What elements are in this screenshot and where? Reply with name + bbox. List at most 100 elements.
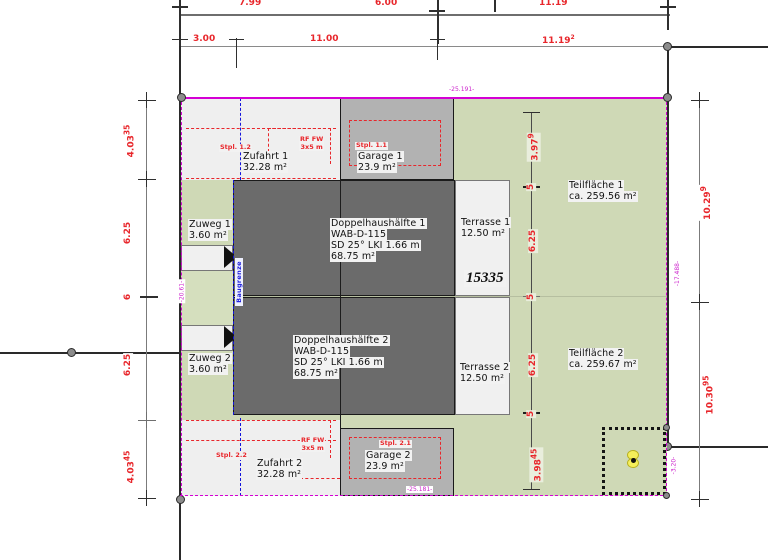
garage-party-line: [340, 180, 342, 428]
dim-tick: [140, 296, 158, 298]
zuweg-middle-green: [181, 271, 233, 325]
zuweg-2-area: 3.60 m²: [188, 364, 228, 375]
plot-boundary-right: [666, 97, 667, 496]
dimension-inner-6-25-b: 6.25: [528, 352, 539, 378]
baugrenze-label: Baugrenze: [235, 258, 243, 306]
zufahrt-1-label: Zufahrt 1: [242, 151, 290, 162]
garage-1-label: Garage 1: [357, 151, 404, 162]
survey-node: [663, 42, 672, 51]
zufahrt-2-dash-bottom: [300, 478, 340, 479]
haus-2-area: 68.75 m²: [293, 368, 340, 379]
baugrenze-line-top: [240, 98, 241, 180]
stellplatz-2-1-label: Stpl. 2.1: [379, 439, 412, 448]
dim-tick: [236, 38, 238, 68]
dimension-inner-6-25-a: 6.25: [528, 228, 539, 254]
terrasse-2-surface: [455, 297, 510, 415]
dimension-left-6: 6: [123, 292, 134, 302]
terrasse-2-label: Terrasse 2: [459, 362, 511, 373]
dimension-right-10-29-9: 10.299: [698, 185, 713, 221]
haus-1-area: 68.75 m²: [330, 251, 377, 262]
stellplatz-1-1-label: Stpl. 1.1: [355, 141, 388, 150]
rf-fw-1-label: RF FW 3x5 m: [299, 135, 325, 151]
plot-boundary-bottom: [180, 495, 668, 496]
elevation-bottom: -25.181-: [406, 486, 434, 493]
teilflaeche-1-label: Teilfläche 1: [568, 180, 625, 191]
rf-fw-2-label: RF FW 3x5 m: [300, 436, 326, 452]
survey-node: [176, 495, 185, 504]
boundary-node-top-left: [177, 93, 186, 102]
dim-tick: [146, 171, 148, 187]
zufahrt-1-dash-mid-v: [268, 128, 269, 152]
dim-tick: [523, 112, 540, 114]
dimension-top2-11-00: 11.00: [309, 34, 340, 44]
dim-line-top-1: [180, 14, 670, 16]
elevation-top: -25.191-: [448, 86, 476, 93]
elevation-right-lower: -3.20-: [670, 455, 678, 476]
dimension-top2-11-19: 11.192: [541, 34, 576, 46]
tree-center-icon: [631, 458, 636, 463]
teilflaeche-1-area: ca. 259.56 m²: [568, 191, 638, 202]
haus-2-label: Doppelhaushälfte 2: [293, 335, 390, 346]
dim-tick: [172, 6, 188, 8]
dim-tick: [660, 6, 676, 8]
baugrenze-line-mid: [233, 180, 234, 415]
zufahrt-2-dash-right-v: [330, 420, 331, 458]
teilflaeche-2-area: ca. 259.67 m²: [568, 359, 638, 370]
zufahrt-1-dash-right-v: [330, 128, 331, 164]
dimension-inner-3-98-45: 3.9845: [529, 447, 544, 483]
dim-line-left: [146, 100, 148, 498]
dim-tick: [437, 0, 439, 44]
zufahrt-1-area: 32.28 m²: [242, 162, 289, 173]
boundary-node-planting-bottom: [663, 492, 670, 499]
teilflaeche-divider: [181, 296, 667, 297]
boundary-node-top-right: [663, 93, 672, 102]
dimension-top-7-99: 7.99: [238, 0, 263, 8]
plot-number-label: 15335: [464, 270, 506, 287]
survey-line-left-horizontal: [0, 352, 180, 354]
dim-tick: [172, 39, 188, 41]
boundary-node-planting-top: [663, 424, 670, 431]
haus-1-roof: SD 25° LKI 1.66 m: [330, 240, 421, 251]
zuweg-2-label: Zuweg 2: [188, 353, 232, 364]
dim-tick: [229, 39, 244, 41]
haus-1-type: WAB-D-115: [330, 229, 388, 240]
dim-tick: [699, 92, 701, 108]
survey-line-right: [667, 46, 669, 448]
haus-2-type: WAB-D-115: [293, 346, 351, 357]
dimension-top2-3-00: 3.00: [192, 34, 217, 44]
dim-tick: [699, 491, 701, 507]
garage-2-area: 23.9 m²: [365, 461, 405, 472]
dimension-left-6-25-b: 6.25: [123, 352, 134, 378]
dim-tick: [146, 490, 148, 506]
zufahrt-1-dash-bottom: [186, 178, 336, 179]
dim-tick: [430, 39, 445, 41]
haus-1-label: Doppelhaushälfte 1: [330, 218, 427, 229]
zufahrt-2-dash-upper: [186, 420, 336, 421]
terrasse-2-area: 12.50 m²: [459, 373, 506, 384]
dim-tick: [429, 10, 445, 12]
dim-tick: [523, 489, 540, 491]
terrasse-1-area: 12.50 m²: [460, 228, 507, 239]
dim-tick: [699, 294, 701, 310]
zufahrt-1-dash-mid-h: [268, 128, 336, 129]
stellplatz-2-2-label: Stpl. 2.2: [215, 451, 248, 460]
zufahrt-2-dash-top: [186, 440, 336, 441]
dim-tick: [179, 0, 181, 30]
garage-2-label: Garage 2: [365, 450, 412, 461]
terrasse-1-label: Terrasse 1: [460, 217, 512, 228]
zufahrt-2-area: 32.28 m²: [256, 469, 303, 480]
dimension-left-4-03-45: 4.0345: [122, 449, 137, 485]
dim-tick: [437, 38, 439, 60]
dimension-inner-3-97-9: 3.979: [526, 132, 541, 162]
dimension-inner-5-c: 5: [526, 409, 537, 419]
survey-line-top-right: [667, 46, 768, 48]
dimension-top-6-00: 6.00: [374, 0, 399, 8]
dim-line-top-2: [180, 46, 670, 48]
dim-tick: [494, 0, 496, 12]
dimension-top-11-19: 11.19: [538, 0, 569, 8]
dim-tick: [146, 412, 148, 428]
teilflaeche-2-label: Teilfläche 2: [568, 348, 625, 359]
survey-node: [67, 348, 76, 357]
garage-1-area: 23.9 m²: [357, 162, 397, 173]
